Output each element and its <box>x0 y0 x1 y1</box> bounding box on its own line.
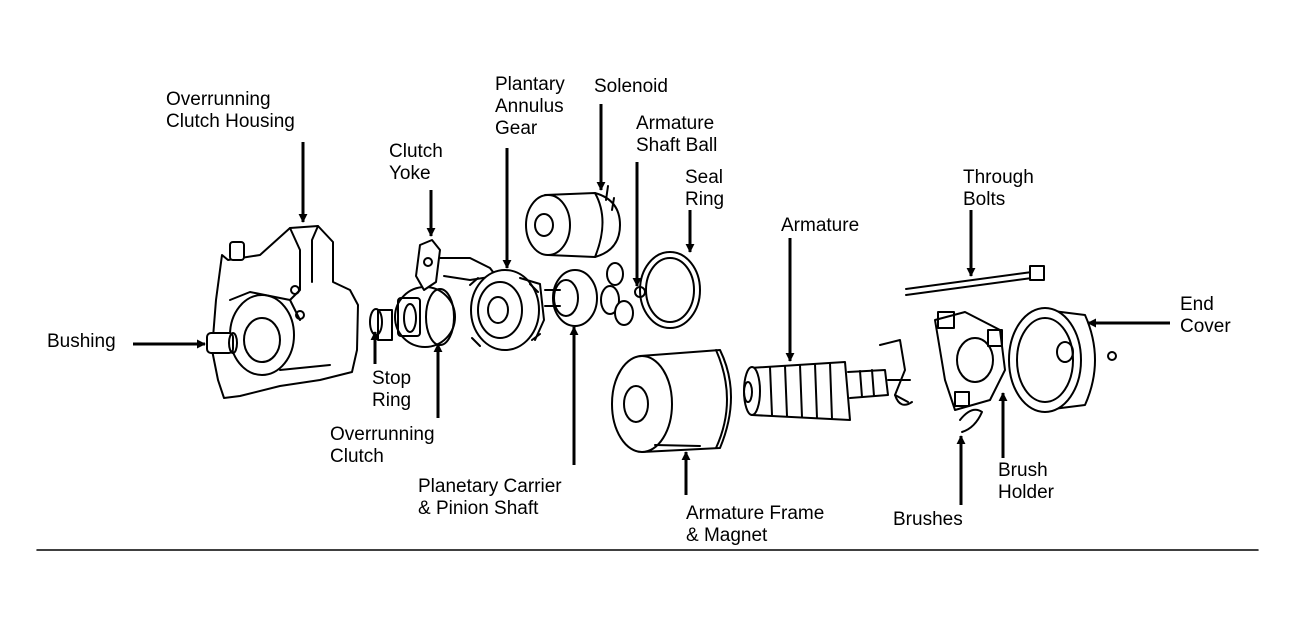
label-armature: Armature <box>781 215 860 236</box>
label-armature-frame: Armature Frame & Magnet <box>686 503 825 546</box>
label-end-cover: End Cover <box>1180 294 1231 337</box>
end-cover-part <box>1008 307 1117 413</box>
seal-ring-part <box>639 251 701 329</box>
brush-holder-part <box>879 311 1006 411</box>
label-overrunning-clutch: Overrunning Clutch <box>330 424 435 467</box>
label-solenoid: Solenoid <box>594 76 668 97</box>
label-bushing: Bushing <box>47 331 116 352</box>
label-armature-shaft-ball: Armature Shaft Ball <box>636 113 718 156</box>
label-stop-ring: Stop Ring <box>372 368 412 411</box>
armature-frame-part <box>611 349 732 453</box>
brushes-part <box>959 408 983 433</box>
label-brushes: Brushes <box>893 509 963 530</box>
solenoid-part <box>525 185 621 258</box>
planet-carrier-part <box>544 262 634 327</box>
clutch-housing-part <box>211 225 359 399</box>
overrunning-clutch-part <box>377 286 456 348</box>
label-brush-holder: Brush Holder <box>998 460 1054 503</box>
label-through-bolts: Through Bolts <box>963 167 1034 210</box>
label-planetary-carrier: Planetary Carrier & Pinion Shaft <box>418 476 562 519</box>
label-plantary-annulus-gear: Plantary Annulus Gear <box>495 74 565 139</box>
label-clutch-yoke: Clutch Yoke <box>389 141 443 184</box>
armature-part <box>743 361 911 421</box>
bushing-part <box>206 332 238 354</box>
stop-ring-part <box>369 308 383 336</box>
label-seal-ring: Seal Ring <box>685 167 725 210</box>
through-bolt-part <box>905 265 1045 296</box>
label-overrunning-clutch-housing: Overrunning Clutch Housing <box>166 89 295 132</box>
annulus-gear-part <box>469 269 545 351</box>
